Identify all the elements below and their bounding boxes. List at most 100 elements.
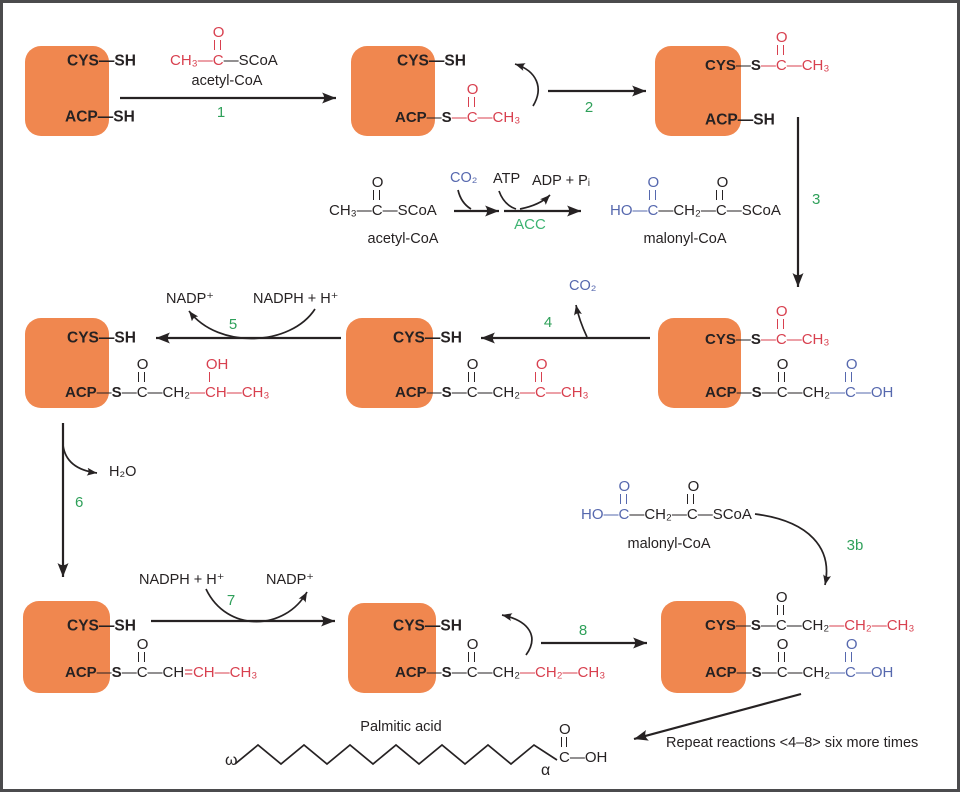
f-box7-acp-crotonyl-seg: C [136,664,148,681]
f-box3-cys-acetyl-main-row: CYS—S—C—CH₃ [705,57,829,75]
f-box5-acp-acetoacetyl-seg: — [520,384,536,401]
f-acetyl-coa-1-o-row: CH₃—O [170,25,278,40]
f-box3-cys-acetyl-seg: — [760,57,776,74]
f-box8-acp-butyryl-seg: O [466,636,479,653]
f-box7-acp-crotonyl-seg: ACP [65,664,97,681]
f-malonyl-coa-1-seg: O [716,174,729,191]
malonyl-coa-label-1: malonyl-CoA [643,231,727,248]
f-box6-acp-malonyl-seg: C [845,384,856,401]
f-box7-acp-crotonyl-seg: O [136,636,149,653]
h2o-label: H₂O [109,464,137,481]
double-bond [560,737,567,747]
f-box9-acp-malonyl-seg: CH₂ [802,664,831,681]
cys-sh-box8: CYS—SH [393,617,462,635]
step-3-label: 3 [812,190,821,208]
atp-label: ATP [493,171,521,188]
cys-sh-box2: CYS—SH [397,52,466,70]
f-malonyl-coa-2-seg: SCoA [712,506,752,523]
acetyl-coa-label-1: acetyl-CoA [191,73,263,90]
f-palmitic-carboxyl-main-row: C—OH [559,749,607,767]
f-box6-cys-acetyl-main-row: CYS—S—C—CH₃ [705,331,829,349]
double-bond [138,372,145,382]
f-box9-acp-malonyl-seg: C [845,664,856,681]
f-box6-acp-malonyl-seg: S [751,384,762,401]
f-acetyl-coa-2-seg: CH₃— [329,202,372,219]
f-acetyl-coa-1-seg: CH₃— [170,52,213,69]
f-box9-acp-malonyl-seg: — [855,664,871,681]
f-malonyl-coa-1-seg: O [647,174,660,191]
double-bond [468,372,475,382]
f-box5-acp-acetoacetyl-seg: — [426,384,442,401]
f-box6-cys-acetyl-seg: CH₃ [801,331,830,348]
f-box6-acp-malonyl-seg: CH₂ [802,384,831,401]
double-bond [535,372,542,382]
synthase-box-8 [348,603,436,693]
palmitic-acid-label: Palmitic acid [360,719,442,736]
f-box5-acp-acetoacetyl-seg: C [466,384,478,401]
f-box5-acp-acetoacetyl-seg: — [451,384,467,401]
f-box8-acp-butyryl-seg: CH₂ [535,664,563,681]
synthase-box-2 [351,46,435,136]
f-malonyl-coa-1-o-row: HO—O—CH₂—O [610,175,781,190]
double-bond [620,494,627,504]
f-malonyl-coa-2-main-row: HO—C—CH₂—C—SCoA [581,506,752,524]
f-box9-cys-butyryl-seg: — [735,617,751,634]
f-malonyl-coa-1-seg: — [658,202,674,219]
f-box9-cys-butyryl-seg: — [871,617,887,634]
repeat-note: Repeat reactions <4–8> six more times [666,735,919,752]
step-2-label: 2 [584,98,594,116]
f-box6-cys-acetyl-seg: O [775,303,788,320]
f-box6-acp-malonyl-seg: — [736,384,752,401]
nadph-label-step5: NADPH + H⁺ [253,291,339,308]
f-box7-acp-crotonyl-seg: — [214,664,230,681]
f-box8-acp-butyryl-main-row: ACP—S—C—CH₂—CH₂—CH₃ [395,664,605,682]
f-acetyl-coa-2-seg: C [371,202,383,219]
f-box6-cys-acetyl-bond-row: CYS—S— [705,319,829,331]
f-malonyl-coa-1: HO—O—CH₂—OHO——CH₂—HO—C—CH₂—C—SCoA [610,175,781,220]
f-malonyl-coa-2-seg: C [686,506,698,523]
cys-sh-box1: CYS—SH [67,52,136,70]
curve-nadph-step5 [188,308,316,340]
f-box9-cys-butyryl-seg: O [775,589,788,606]
f-box4-acp-hydroxybutyryl-seg: ACP [65,384,97,401]
f-box6-cys-acetyl-o-row: CYS—S—O [705,304,829,319]
f-box8-acp-butyryl-o-row: ACP—S—O [395,637,605,652]
double-bond [778,652,785,662]
f-box5-acp-acetoacetyl-seg: — [477,384,493,401]
f-box2-acp-acetyl-seg: — [451,109,467,126]
f-acetyl-coa-1-bond-row: CH₃— [170,40,278,52]
f-box9-cys-butyryl-seg: — [829,617,845,634]
f-box8-acp-butyryl-seg: S [441,664,452,681]
cys-sh-box4: CYS—SH [67,329,136,347]
palmitic-acid-zigzag-chain [234,743,558,766]
f-box8-acp-butyryl-seg: — [477,664,493,681]
f-box2-acp-acetyl-seg: S [441,109,452,126]
f-box9-cys-butyryl-main-row: CYS—S—C—CH₂—CH₂—CH₃ [705,617,914,635]
f-box6-cys-acetyl-seg: S [750,331,761,348]
f-box2-acp-acetyl-seg: C [466,109,478,126]
f-malonyl-coa-2-seg: O [618,478,631,495]
alpha-label: α [541,762,551,780]
double-bond [716,190,723,200]
f-box9-cys-butyryl-seg: CH₃ [886,617,915,634]
f-box6-acp-malonyl-seg: O [845,356,858,373]
f-box2-acp-acetyl-o-row: ACP—S—O [395,82,520,97]
synthase-box-3 [655,46,741,136]
synthase-box-9 [661,601,746,693]
co2-label-2: CO₂ [569,278,597,295]
f-box2-acp-acetyl-seg: ACP [395,109,427,126]
f-box7-acp-crotonyl-seg: S [111,664,122,681]
f-box6-acp-malonyl-seg: — [855,384,871,401]
double-bond [649,190,656,200]
acc-enzyme-label: ACC [514,215,546,233]
f-malonyl-coa-1-seg: HO— [610,202,648,219]
curve-nadph-step7 [205,588,308,623]
f-box7-acp-crotonyl-seg: CH [192,664,215,681]
f-box3-cys-acetyl-o-row: CYS—S—O [705,30,829,45]
f-box2-acp-acetyl-seg: — [477,109,493,126]
